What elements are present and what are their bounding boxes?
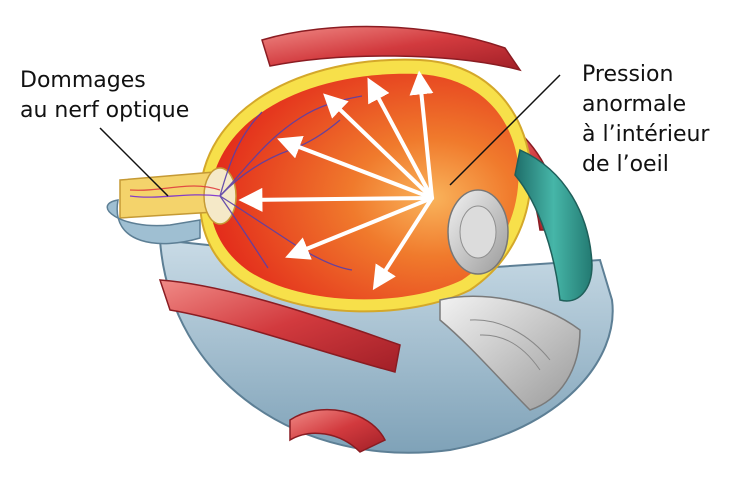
- leader-line-optic-nerve: [99, 127, 169, 197]
- pressure-arrow: [323, 93, 434, 200]
- label-optic-nerve-damage-line-1: Dommages: [20, 68, 146, 93]
- optic-nerve-sheath: [106, 199, 201, 245]
- pressure-arrow: [409, 70, 434, 200]
- pressure-arrow: [277, 135, 434, 200]
- label-optic-nerve-damage: Dommages au nerf optique: [20, 66, 189, 126]
- cornea: [514, 148, 593, 302]
- pressure-arrow: [367, 77, 434, 200]
- lens-inner: [459, 205, 497, 259]
- pressure-arrow: [238, 187, 434, 212]
- leader-line-pressure: [449, 74, 561, 186]
- superior-muscle: [261, 25, 522, 72]
- pressure-arrow: [372, 196, 434, 291]
- label-abnormal-pressure-line-4: de l’oeil: [582, 152, 669, 177]
- label-abnormal-pressure-line-1: Pression: [582, 62, 674, 87]
- inferior-muscle: [289, 408, 387, 453]
- pressure-arrows: [238, 70, 434, 291]
- iris-cutaway: [439, 295, 581, 411]
- pressure-arrow: [285, 196, 434, 260]
- inferior-oblique-muscle: [158, 279, 401, 373]
- label-optic-nerve-damage-line-2: au nerf optique: [20, 98, 190, 123]
- label-abnormal-pressure: Pression anormale à l’intérieur de l’oei…: [582, 60, 709, 180]
- label-abnormal-pressure-line-3: à l’intérieur: [582, 122, 710, 147]
- label-abnormal-pressure-line-2: anormale: [582, 92, 687, 117]
